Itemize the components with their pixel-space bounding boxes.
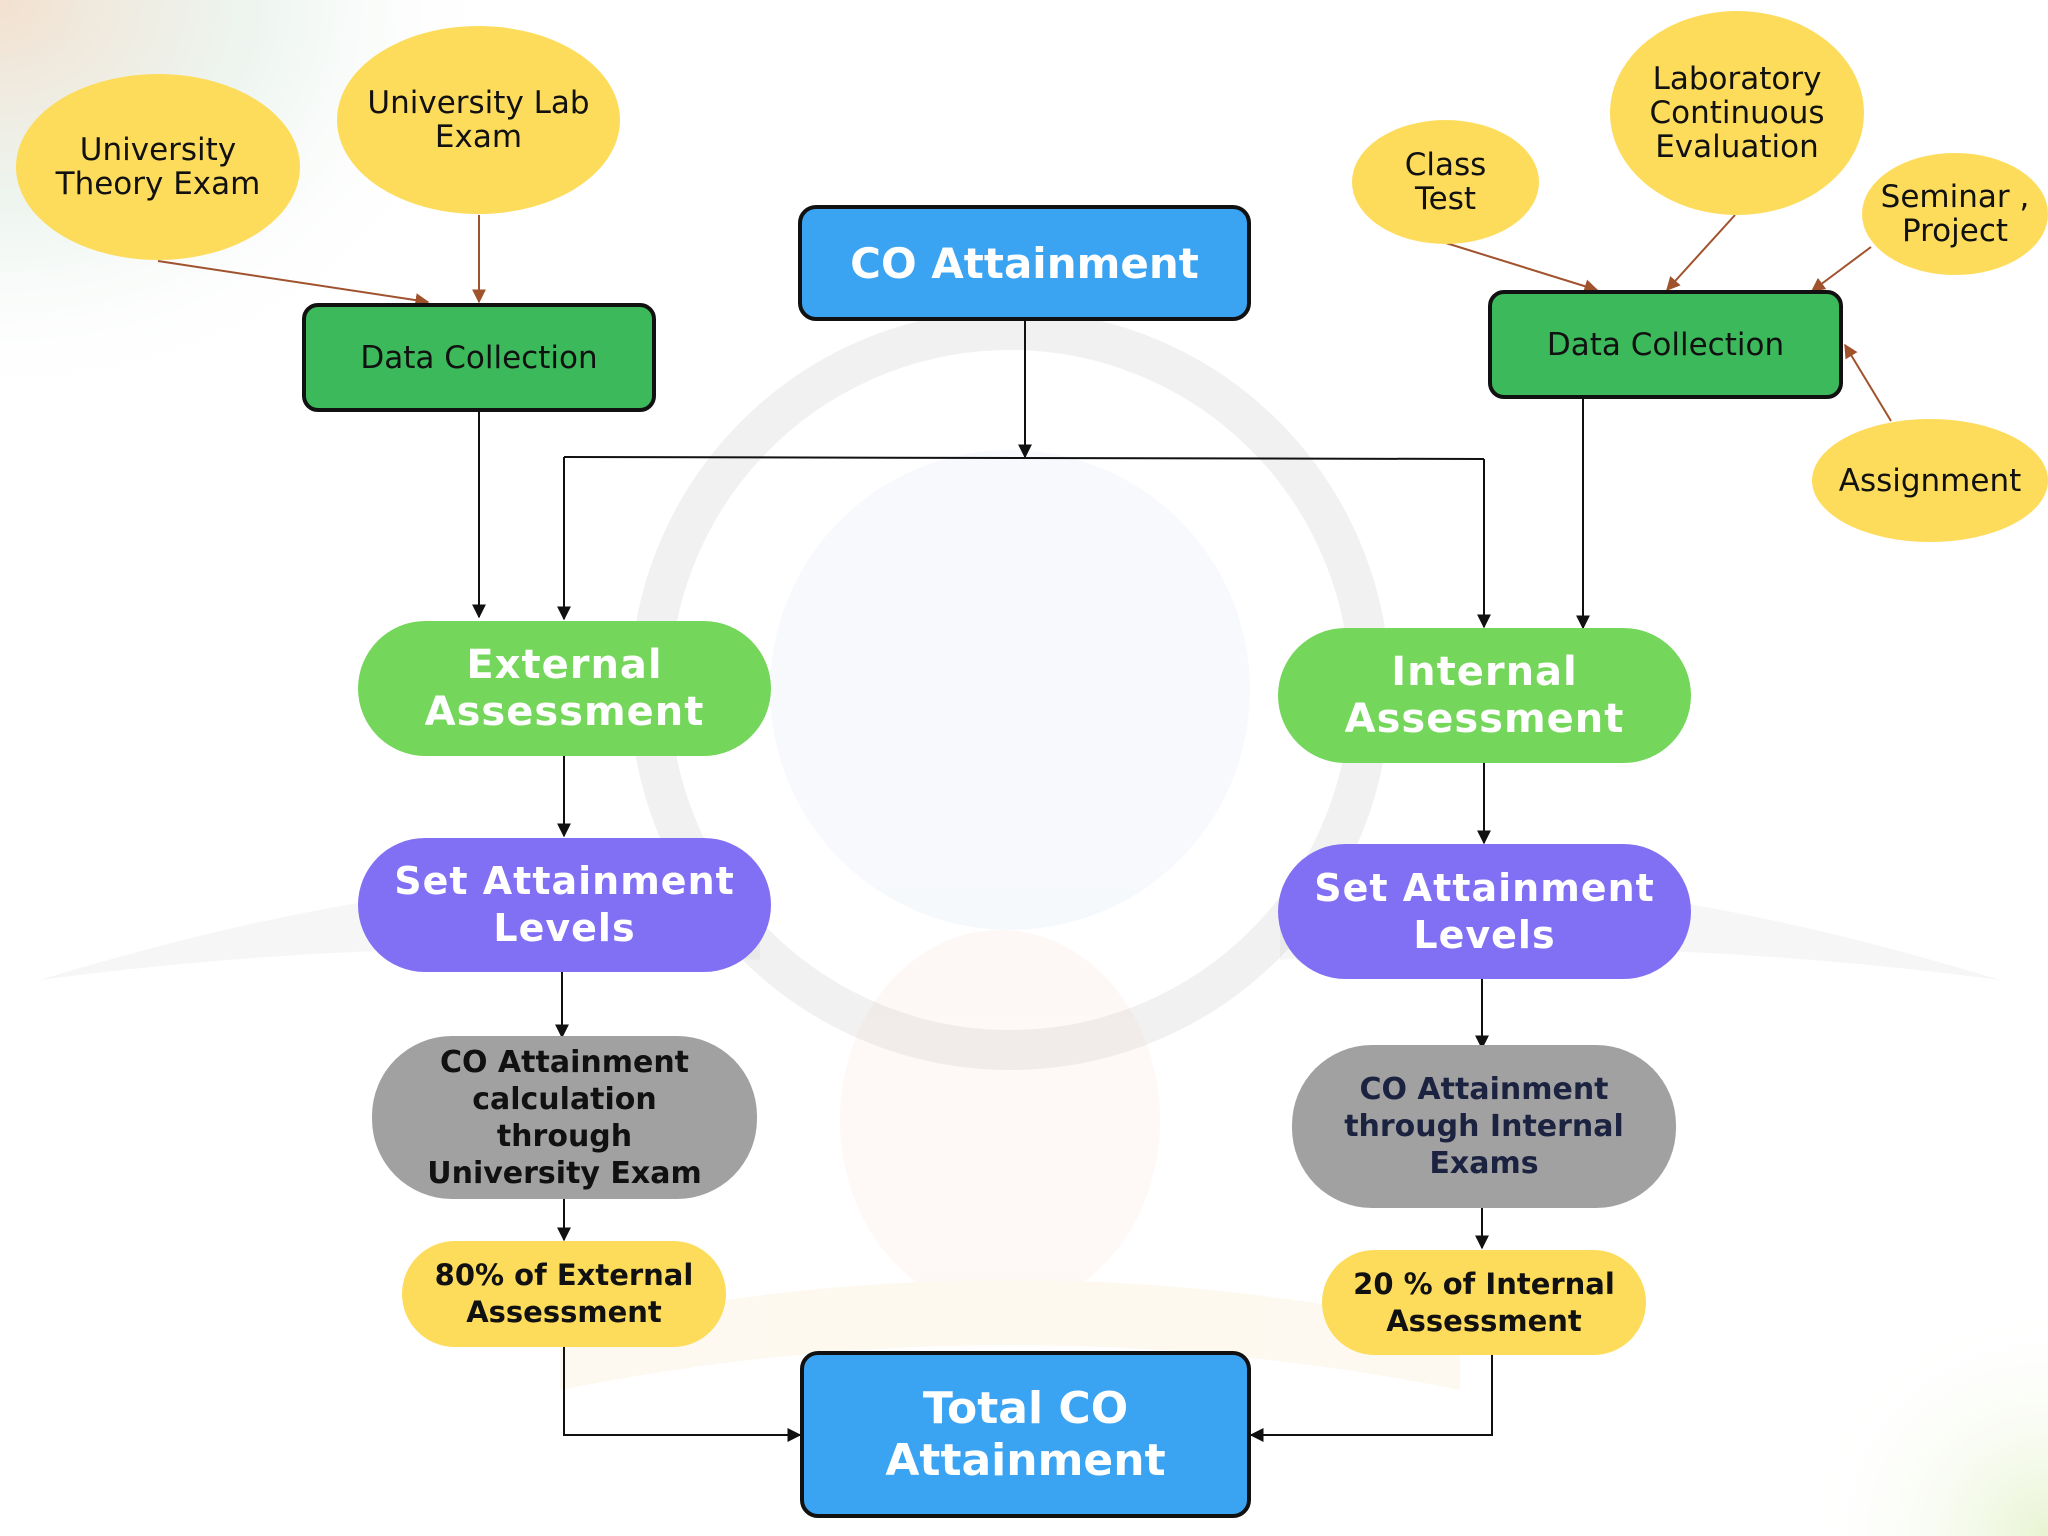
total-co-attainment-box: Total CO Attainment (800, 1351, 1251, 1518)
source-label: Class Test (1404, 147, 1487, 217)
source-assignment: Assignment (1812, 419, 2048, 542)
arrow-theory-to-dc (157, 260, 430, 308)
source-seminar-project: Seminar , Project (1862, 153, 2048, 275)
external-set-attainment-levels: Set Attainment Levels (358, 838, 771, 972)
levels-label: Set Attainment Levels (394, 859, 735, 950)
data-collection-internal: Data Collection (1488, 290, 1843, 399)
external-assessment-label: External Assessment (424, 641, 705, 735)
external-assessment-node: External Assessment (358, 621, 771, 756)
data-collection-external: Data Collection (302, 303, 656, 412)
internal-weight-20: 20 % of Internal Assessment (1322, 1250, 1646, 1355)
data-collection-label: Data Collection (360, 339, 598, 376)
calculation-label: CO Attainment calculation through Univer… (427, 1044, 702, 1191)
total-co-attainment-label: Total CO Attainment (885, 1382, 1166, 1486)
external-co-calculation: CO Attainment calculation through Univer… (372, 1036, 757, 1199)
arrow-internal-weight-to-total (1249, 1353, 1493, 1442)
split-horizontal (563, 456, 1485, 460)
arrow-labcont-to-dc (1666, 214, 1736, 292)
co-attainment-title: CO Attainment (850, 238, 1199, 288)
internal-set-attainment-levels: Set Attainment Levels (1278, 844, 1691, 979)
internal-co-calculation: CO Attainment through Internal Exams (1292, 1045, 1676, 1208)
data-collection-label: Data Collection (1546, 326, 1785, 363)
source-university-lab-exam: University Lab Exam (337, 26, 620, 214)
arrow-assignment-to-dc (1844, 343, 1892, 422)
source-label: Assignment (1838, 462, 2022, 499)
arrow-external-weight-to-total (563, 1346, 802, 1442)
source-university-theory-exam: University Theory Exam (16, 74, 300, 260)
co-attainment-box: CO Attainment (798, 205, 1251, 321)
arrow-classtest-to-dc (1445, 242, 1599, 293)
source-label: University Lab Exam (367, 85, 590, 155)
source-label: Seminar , Project (1880, 179, 2030, 249)
external-weight-80: 80% of External Assessment (402, 1241, 726, 1347)
levels-label: Set Attainment Levels (1314, 865, 1655, 957)
source-class-test: Class Test (1352, 120, 1539, 244)
arrow-seminar-to-dc (1810, 246, 1872, 292)
source-label: Laboratory Continuous Evaluation (1649, 61, 1825, 165)
weight-label: 20 % of Internal Assessment (1353, 1266, 1615, 1338)
internal-assessment-label: Internal Assessment (1344, 648, 1625, 742)
internal-assessment-node: Internal Assessment (1278, 628, 1691, 763)
calculation-label: CO Attainment through Internal Exams (1344, 1072, 1624, 1181)
source-laboratory-continuous-evaluation: Laboratory Continuous Evaluation (1610, 11, 1864, 215)
weight-label: 80% of External Assessment (434, 1258, 694, 1329)
source-label: University Theory Exam (55, 132, 261, 202)
